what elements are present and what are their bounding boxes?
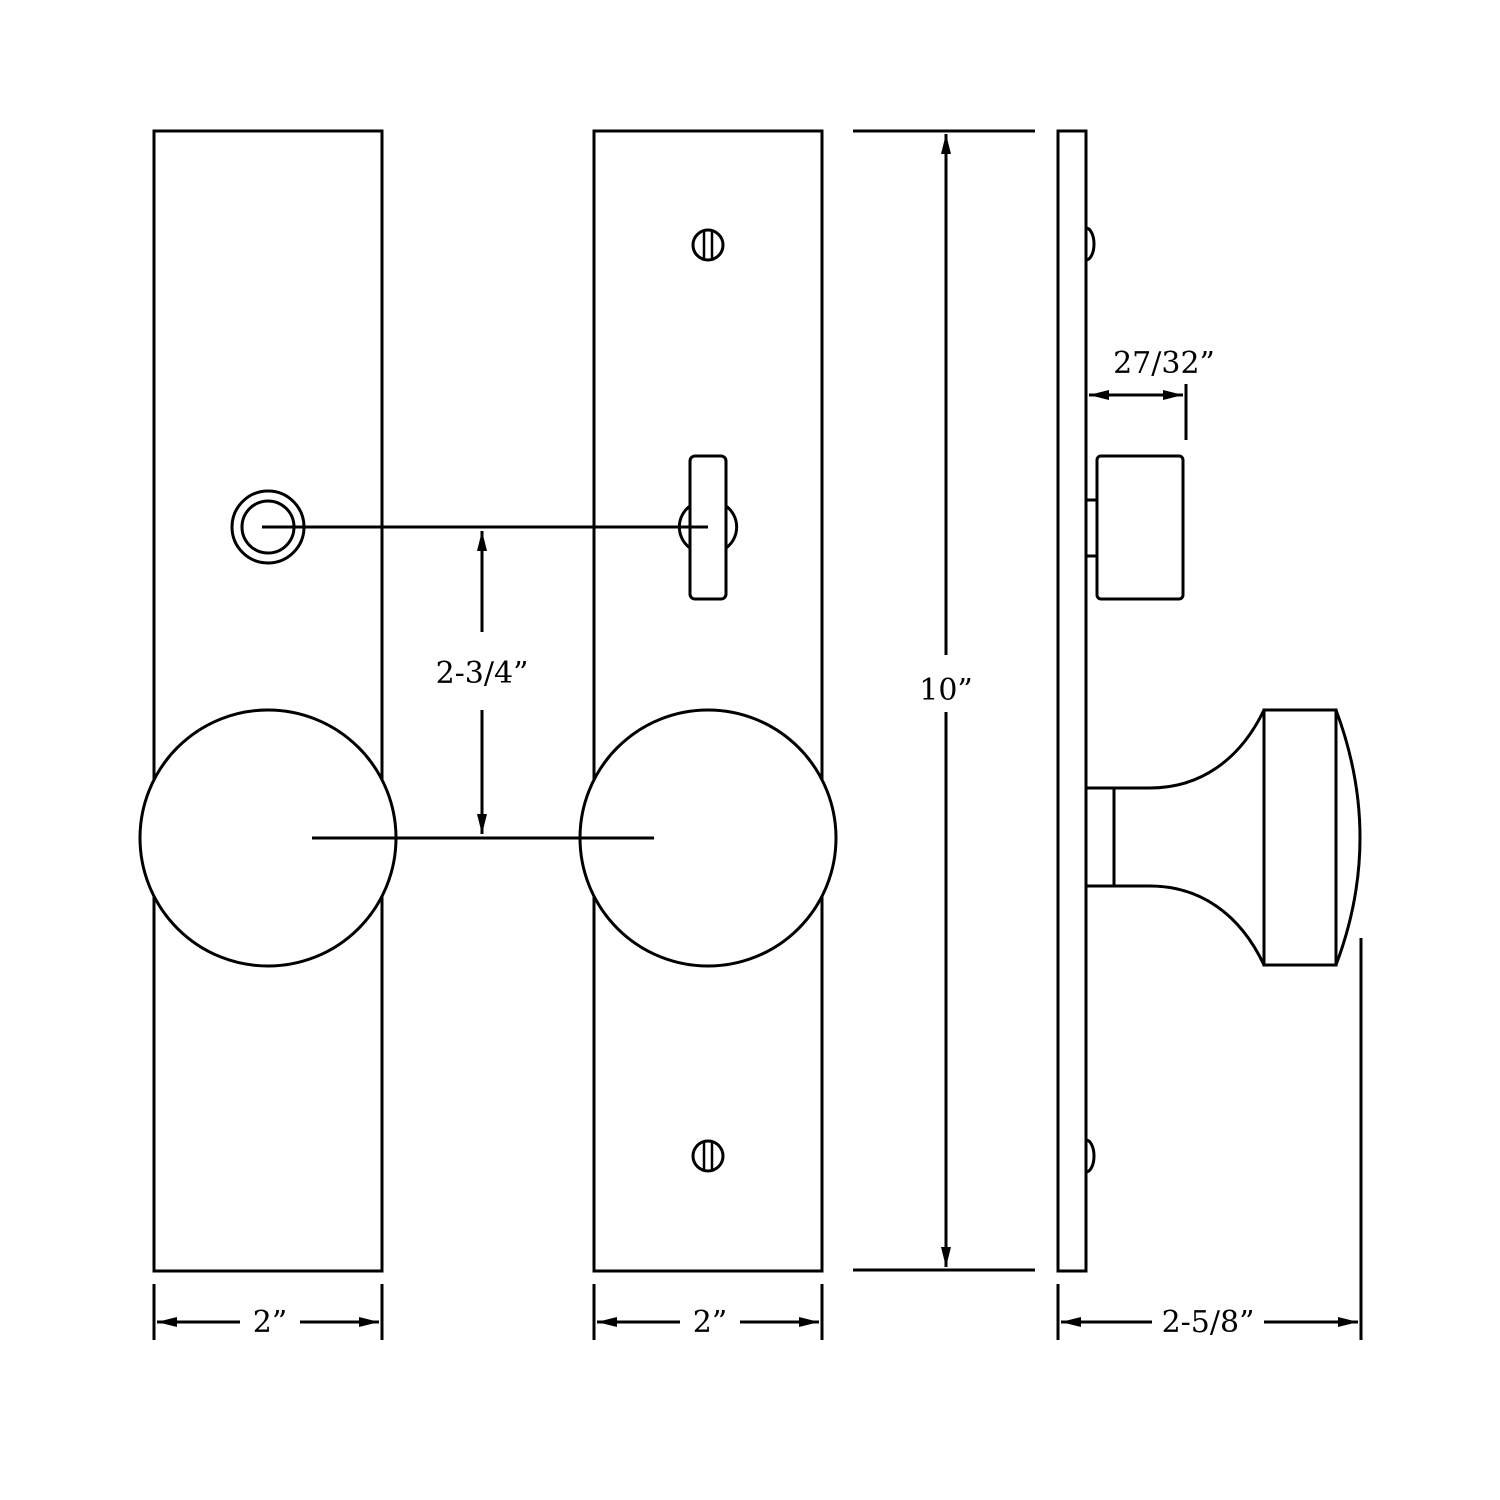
- screw-top-icon: [691, 228, 725, 262]
- height-dimension: 10”: [853, 129, 1035, 1272]
- center-to-center-dimension: 2-3/4”: [436, 531, 529, 834]
- screw-head-top-profile: [1085, 226, 1096, 262]
- knob-projection-label: 2-5/8”: [1162, 1305, 1255, 1340]
- interior-backplate: [592, 129, 824, 1273]
- screw-head-bottom-profile: [1085, 1138, 1096, 1174]
- exterior-backplate: [152, 129, 384, 1273]
- interior-width-label: 2”: [693, 1305, 727, 1340]
- knob-profile: [1086, 708, 1362, 967]
- exterior-width-dimension: 2”: [152, 1284, 384, 1340]
- screw-bottom-icon: [691, 1139, 725, 1173]
- side-profile-view: [1056, 129, 1362, 1273]
- thumbturn-projection-label: 27/32”: [1113, 346, 1215, 381]
- height-label: 10”: [919, 673, 973, 708]
- exterior-width-label: 2”: [253, 1305, 287, 1340]
- interior-width-dimension: 2”: [592, 1284, 824, 1340]
- side-plate: [1056, 129, 1088, 1273]
- thumbturn-projection-dimension: 27/32”: [1089, 346, 1215, 440]
- interior-front-view: [578, 129, 838, 1273]
- center-to-center-label: 2-3/4”: [436, 656, 529, 691]
- exterior-front-view: [138, 129, 398, 1273]
- knob-projection-dimension: 2-5/8”: [1056, 938, 1363, 1340]
- thumb-turn-profile: [1084, 454, 1185, 601]
